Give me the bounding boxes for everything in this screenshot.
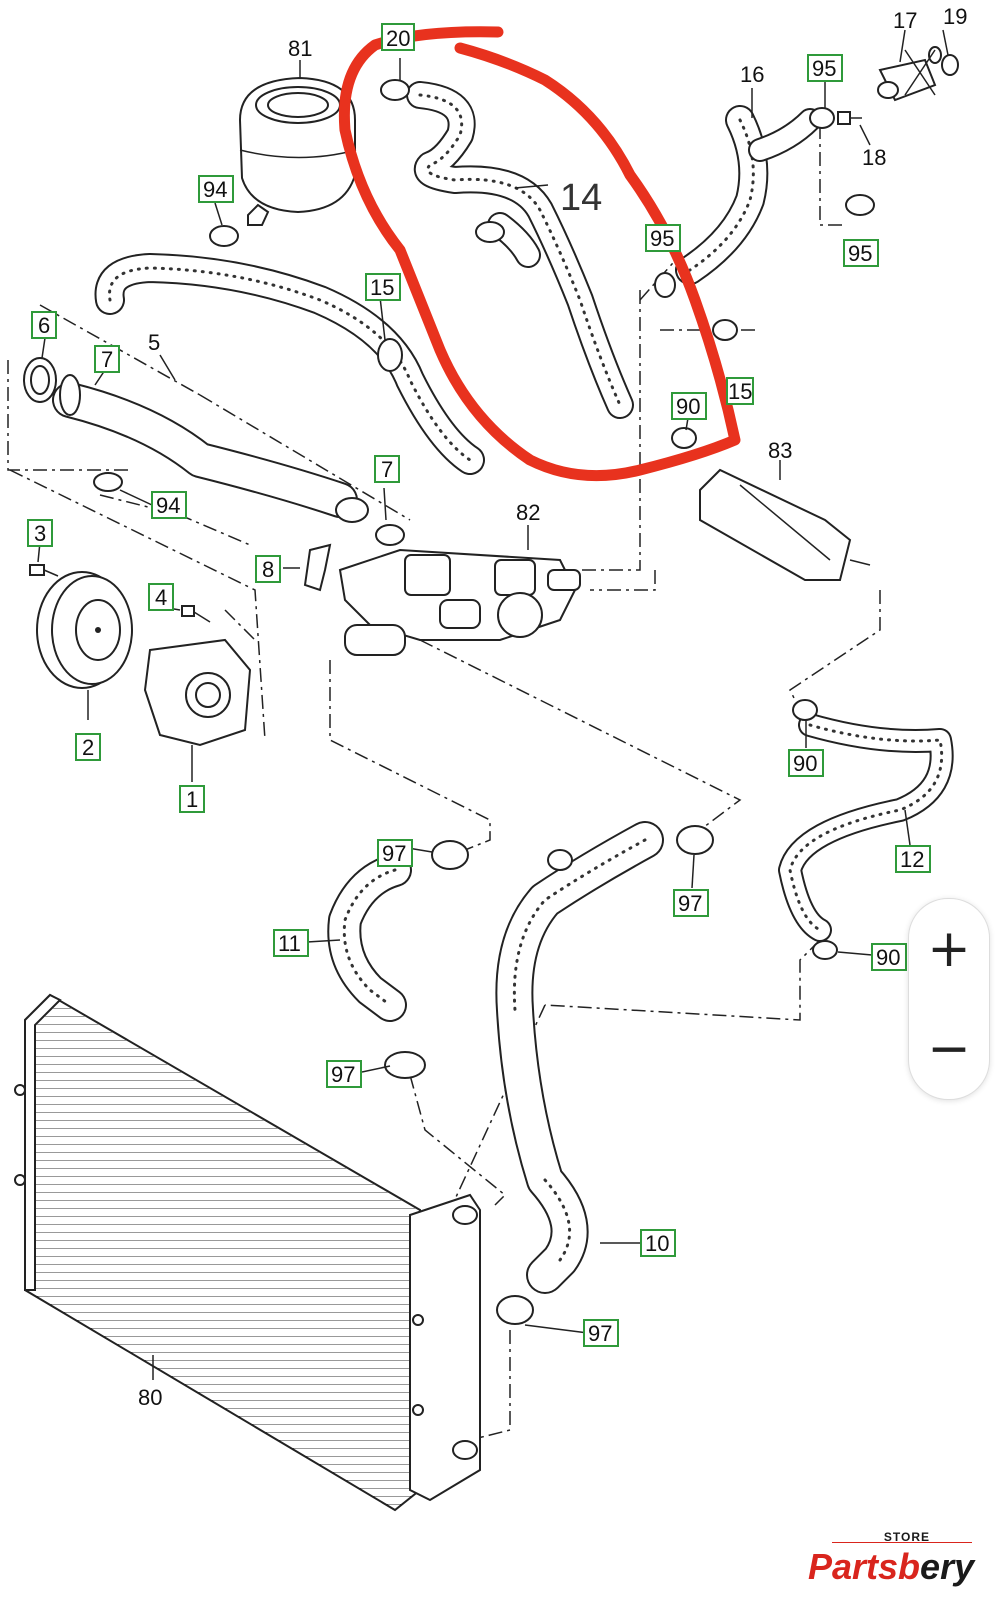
callout-94-mid: 94 [156,493,180,518]
callout-95-top: 95 [812,56,836,81]
callout-11: 11 [278,931,301,956]
callout-18: 18 [862,145,886,170]
connector-17 [877,49,937,102]
callout-80: 80 [138,1385,162,1410]
callout-7-mid: 7 [381,457,393,482]
callout-4: 4 [155,585,167,610]
hose-16 [675,105,822,285]
zoom-controls: + − [908,898,990,1100]
zoom-out-button[interactable]: − [927,1019,971,1079]
brand-store-label: STORE [883,1530,930,1544]
water-pump-1 [143,638,252,747]
callout-12: 12 [900,847,924,872]
callout-16: 16 [740,62,764,87]
callout-83: 83 [768,438,792,463]
callout-15-left: 15 [370,275,394,300]
brand-name-red: Partsb [808,1546,921,1587]
brand-name-dark: ery [920,1546,975,1587]
seals [23,46,959,592]
callout-97-right: 97 [678,891,702,916]
callout-90-bottom: 90 [876,945,900,970]
callout-95-mid: 95 [650,226,674,251]
callout-14: 14 [560,177,602,219]
callout-6: 6 [38,313,50,338]
callout-labels: 81 20 14 17 19 16 95 18 94 95 95 15 15 6… [27,4,967,1410]
highlight-outline [338,26,741,482]
callout-97-mid: 97 [331,1062,355,1087]
callout-95-right: 95 [848,241,872,266]
hose-10 [495,821,664,1294]
callout-5: 5 [148,330,160,355]
hose-12 [778,713,954,942]
hose-15 [94,253,485,475]
callout-7-top: 7 [101,347,113,372]
callout-97-top: 97 [382,841,406,866]
callout-90-top: 90 [676,394,700,419]
pulley-2 [36,571,133,689]
callout-81: 81 [288,36,312,61]
brand-logo: STORE Partsbery [808,1528,988,1598]
callout-17: 17 [893,8,917,33]
callout-20: 20 [386,26,410,51]
brand-name: Partsbery [808,1546,974,1588]
callout-97-bottom: 97 [588,1321,612,1346]
hose-14 [406,81,634,419]
radiator [14,993,481,1512]
clamps [93,79,875,1325]
callout-1: 1 [186,787,198,812]
callout-90-right: 90 [793,751,817,776]
coolant-pipe-5 [52,374,358,518]
brand-rule [832,1542,972,1543]
assembly-lines [7,125,881,1441]
thermostat-housing [338,548,581,656]
zoom-in-button[interactable]: + [927,919,971,979]
callout-94-top: 94 [203,177,227,202]
housing-83 [699,468,871,581]
bolts [29,111,862,623]
hose-11 [327,853,412,1022]
expansion-tank [238,76,357,226]
callout-15-right: 15 [728,379,752,404]
callout-2: 2 [82,735,94,760]
callout-8: 8 [262,557,274,582]
callout-10: 10 [645,1231,669,1256]
callout-3: 3 [34,521,46,546]
callout-19: 19 [943,4,967,29]
callout-82: 82 [516,500,540,525]
